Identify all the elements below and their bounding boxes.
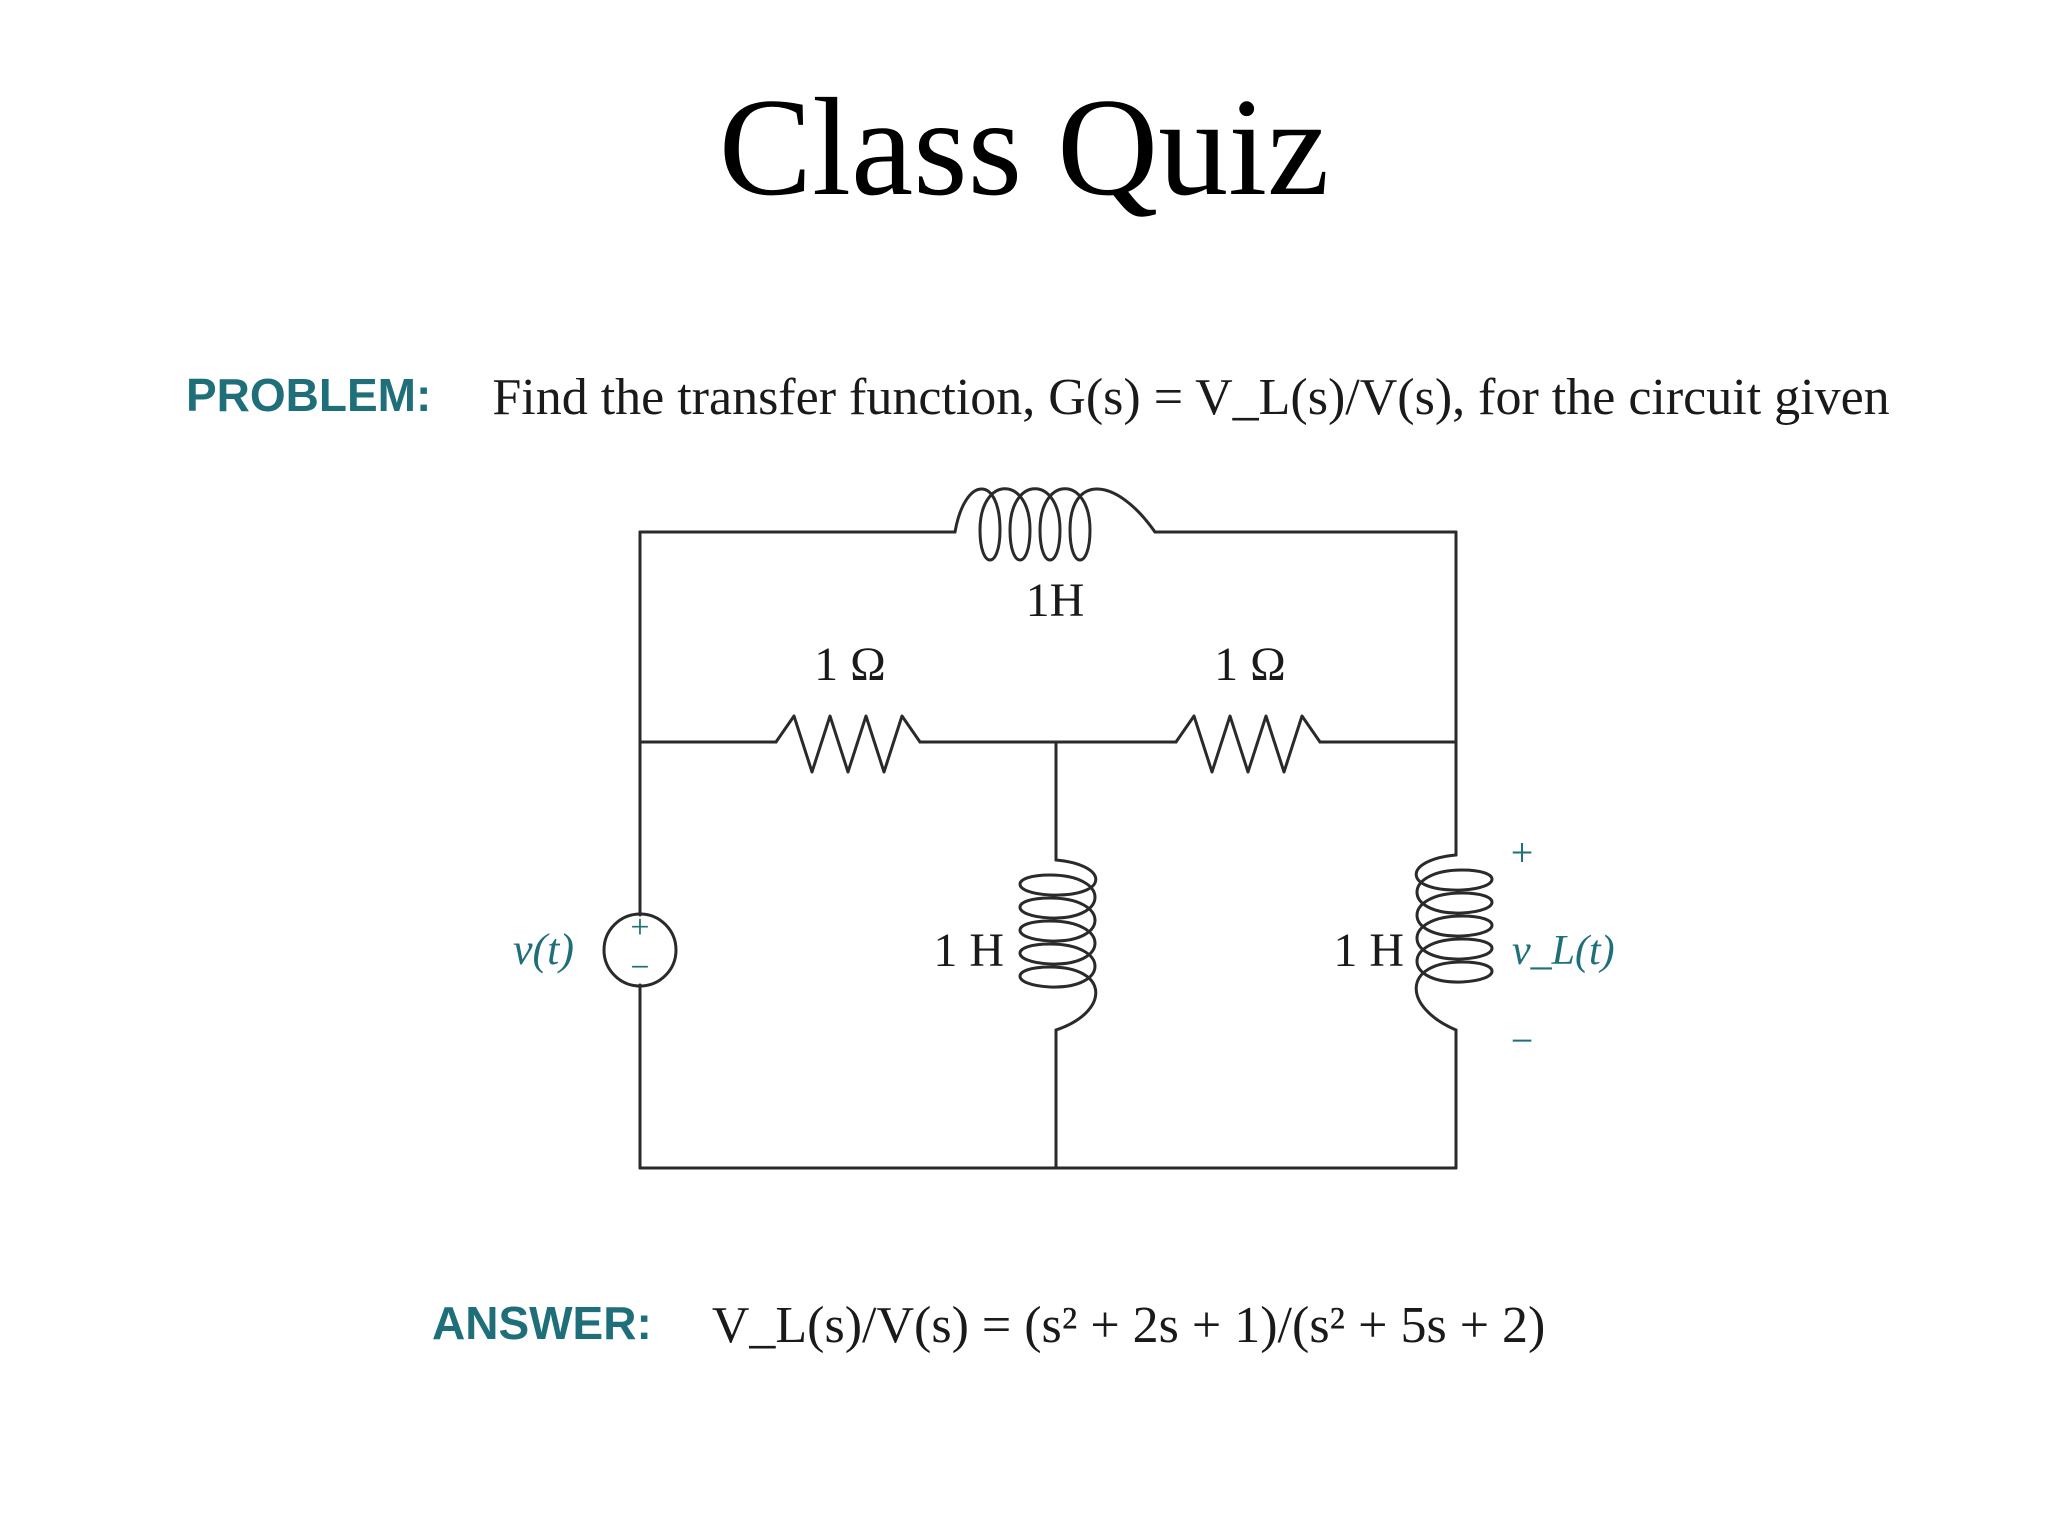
answer-tag: ANSWER: [432,1297,652,1349]
inductor-top-label: 1H [1026,574,1085,627]
right-inductor [1414,853,1494,1032]
answer-text: V_L(s)/V(s) = (s² + 2s + 1)/(s² + 5s + 2… [711,1297,1546,1354]
source-plus: + [630,909,649,946]
output-minus: − [1511,1018,1534,1063]
problem-statement: PROBLEM: Find the transfer function, G(s… [186,372,1890,424]
source-minus: − [630,949,649,986]
top-inductor [953,487,1157,562]
slide-title: Class Quiz [718,70,1330,225]
source-label: v(t) [513,925,574,974]
voltage-source [602,912,678,988]
resistor-left [774,714,922,774]
inductor-right-label: 1 H [1333,924,1404,977]
output-label: v_L(t) [1512,928,1615,974]
problem-tag: PROBLEM: [186,369,432,421]
problem-text: Find the transfer function, G(s) = V_L(s… [492,369,1890,426]
middle-inductor [1018,858,1098,1032]
resistor-left-label: 1 Ω [814,638,886,691]
resistor-right-label: 1 Ω [1214,638,1286,691]
inductor-middle-label: 1 H [933,924,1004,977]
resistor-right [1174,714,1322,774]
output-plus: + [1511,830,1534,875]
answer-statement: ANSWER: V_L(s)/V(s) = (s² + 2s + 1)/(s² … [432,1300,1545,1352]
